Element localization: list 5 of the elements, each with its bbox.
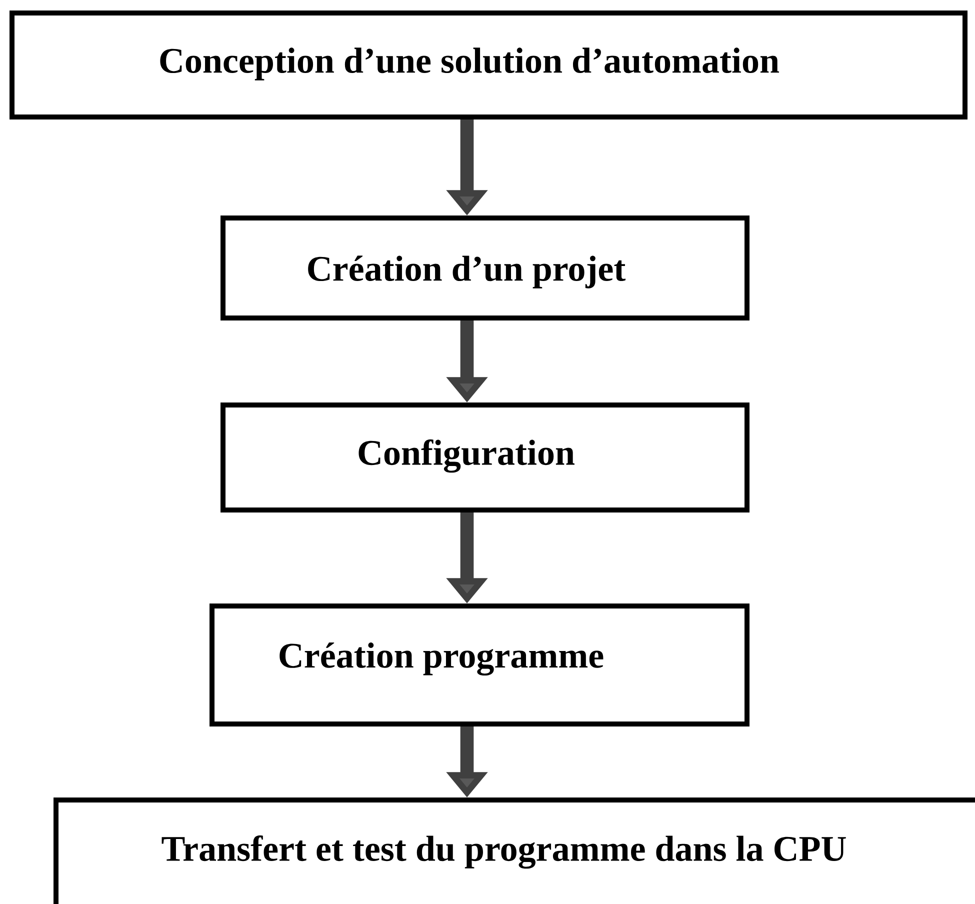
process-box: Création programme — [210, 604, 750, 726]
process-box: Transfert et test du programme dans la CPU — [54, 798, 975, 904]
process-box: Configuration — [220, 402, 750, 512]
process-box: Création d’un projet — [220, 216, 750, 320]
process-box: Conception d’une solution d’automation — [10, 10, 968, 120]
